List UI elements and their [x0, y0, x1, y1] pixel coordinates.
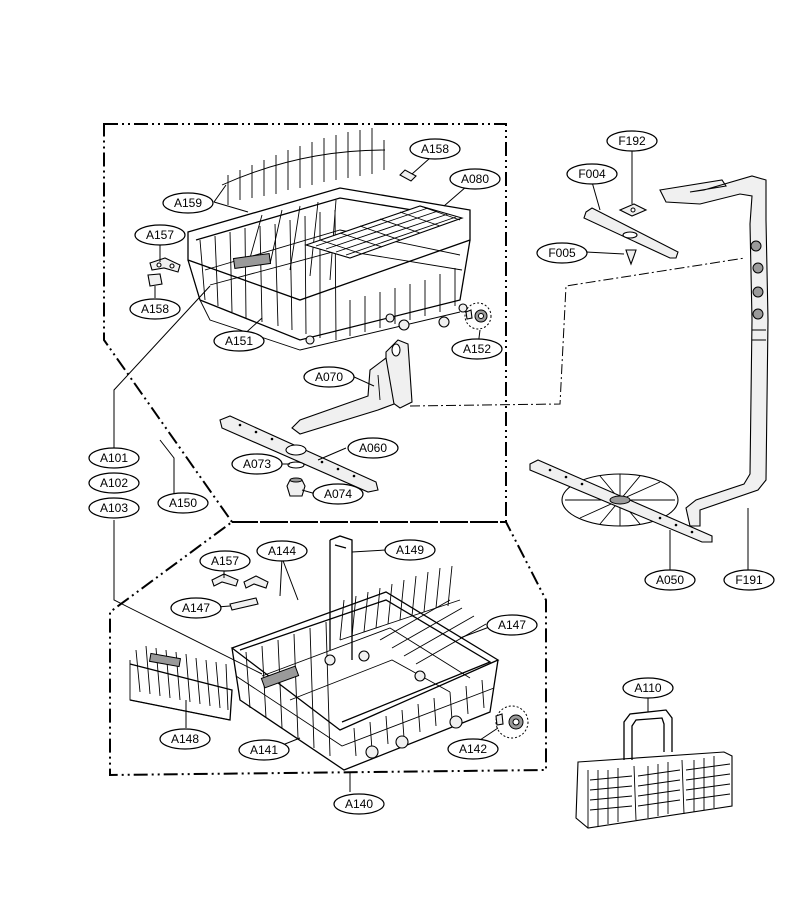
label-a150: A150 — [157, 492, 209, 514]
upper-rack-handle — [232, 252, 272, 270]
svg-text:A148: A148 — [171, 732, 199, 746]
clips-left-lower — [211, 573, 269, 611]
clip-a158-top — [399, 169, 417, 182]
label-a060: A060 — [347, 437, 399, 459]
label-a102: A102 — [88, 472, 140, 494]
label-a149: A149 — [384, 539, 436, 561]
svg-text:A141: A141 — [250, 743, 278, 757]
label-a050: A050 — [644, 569, 696, 591]
label-a103: A103 — [88, 497, 140, 519]
screw-f005 — [625, 249, 637, 266]
upper-spray-arm — [219, 415, 379, 493]
leader-lines — [113, 148, 749, 792]
clips-left-upper — [147, 257, 181, 287]
svg-text:F004: F004 — [578, 167, 606, 181]
svg-text:A149: A149 — [396, 543, 424, 557]
label-a157-bottom: A157 — [199, 550, 251, 572]
label-a157-top: A157 — [134, 224, 186, 246]
label-a151: A151 — [213, 330, 265, 352]
label-a141: A141 — [238, 739, 290, 761]
svg-text:F192: F192 — [618, 134, 646, 148]
svg-text:A158: A158 — [421, 142, 449, 156]
a152-detail-circle — [464, 302, 492, 330]
svg-text:A157: A157 — [211, 554, 239, 568]
upper-rack-basket — [187, 128, 471, 351]
svg-text:A110: A110 — [634, 681, 661, 695]
svg-text:F005: F005 — [548, 246, 576, 260]
lower-rack-handle — [260, 665, 300, 689]
label-f004: F004 — [566, 163, 618, 185]
lower-rack-basket — [230, 535, 500, 771]
label-a147-right: A147 — [486, 614, 538, 636]
label-a080: A080 — [449, 168, 501, 190]
svg-text:A050: A050 — [656, 573, 684, 587]
lower-rack-group-outline — [109, 521, 547, 777]
svg-text:A073: A073 — [243, 457, 271, 471]
svg-text:A070: A070 — [315, 370, 343, 384]
label-a147-left: A147 — [170, 597, 222, 619]
a149-frame — [329, 535, 353, 660]
label-a158-top: A158 — [409, 138, 461, 160]
washer-a073 — [287, 461, 305, 469]
svg-text:A074: A074 — [324, 487, 352, 501]
svg-text:A159: A159 — [174, 196, 202, 210]
connection-dashed-line — [409, 257, 746, 407]
svg-text:F191: F191 — [735, 573, 763, 587]
svg-text:A142: A142 — [459, 742, 487, 756]
svg-text:A157: A157 — [146, 228, 174, 242]
svg-text:A147: A147 — [182, 601, 210, 615]
label-a101: A101 — [88, 447, 140, 469]
svg-text:A102: A102 — [100, 476, 128, 490]
svg-text:A151: A151 — [225, 334, 253, 348]
tine-module-a148 — [129, 645, 233, 721]
label-f192: F192 — [606, 130, 658, 152]
label-f005: F005 — [536, 242, 588, 264]
label-a158-left: A158 — [129, 298, 181, 320]
svg-text:A158: A158 — [141, 302, 169, 316]
svg-text:A150: A150 — [169, 496, 197, 510]
label-a140: A140 — [333, 793, 385, 815]
svg-text:A152: A152 — [463, 342, 491, 356]
svg-text:A080: A080 — [461, 172, 489, 186]
label-a142: A142 — [447, 738, 499, 760]
label-a073: A073 — [231, 453, 283, 475]
label-a070: A070 — [303, 366, 355, 388]
silverware-basket-a110 — [575, 709, 733, 829]
svg-text:A144: A144 — [268, 544, 296, 558]
water-pipe-f191 — [659, 175, 769, 527]
label-a110: A110 — [622, 677, 674, 699]
lower-spray-arm — [529, 459, 713, 543]
label-a144: A144 — [256, 540, 308, 562]
label-f191: F191 — [723, 569, 775, 591]
a142-detail-circle — [495, 705, 529, 739]
label-a152: A152 — [451, 338, 503, 360]
label-a074: A074 — [312, 483, 364, 505]
svg-text:A140: A140 — [345, 797, 373, 811]
upper-rack-group-outline — [103, 123, 507, 523]
svg-text:A103: A103 — [100, 501, 128, 515]
cup-shelf — [304, 205, 464, 259]
upper-conduit — [291, 339, 413, 435]
svg-text:A147: A147 — [498, 618, 526, 632]
svg-text:A060: A060 — [359, 441, 387, 455]
label-a148: A148 — [159, 728, 211, 750]
label-a159: A159 — [162, 192, 214, 214]
svg-text:A101: A101 — [100, 451, 128, 465]
